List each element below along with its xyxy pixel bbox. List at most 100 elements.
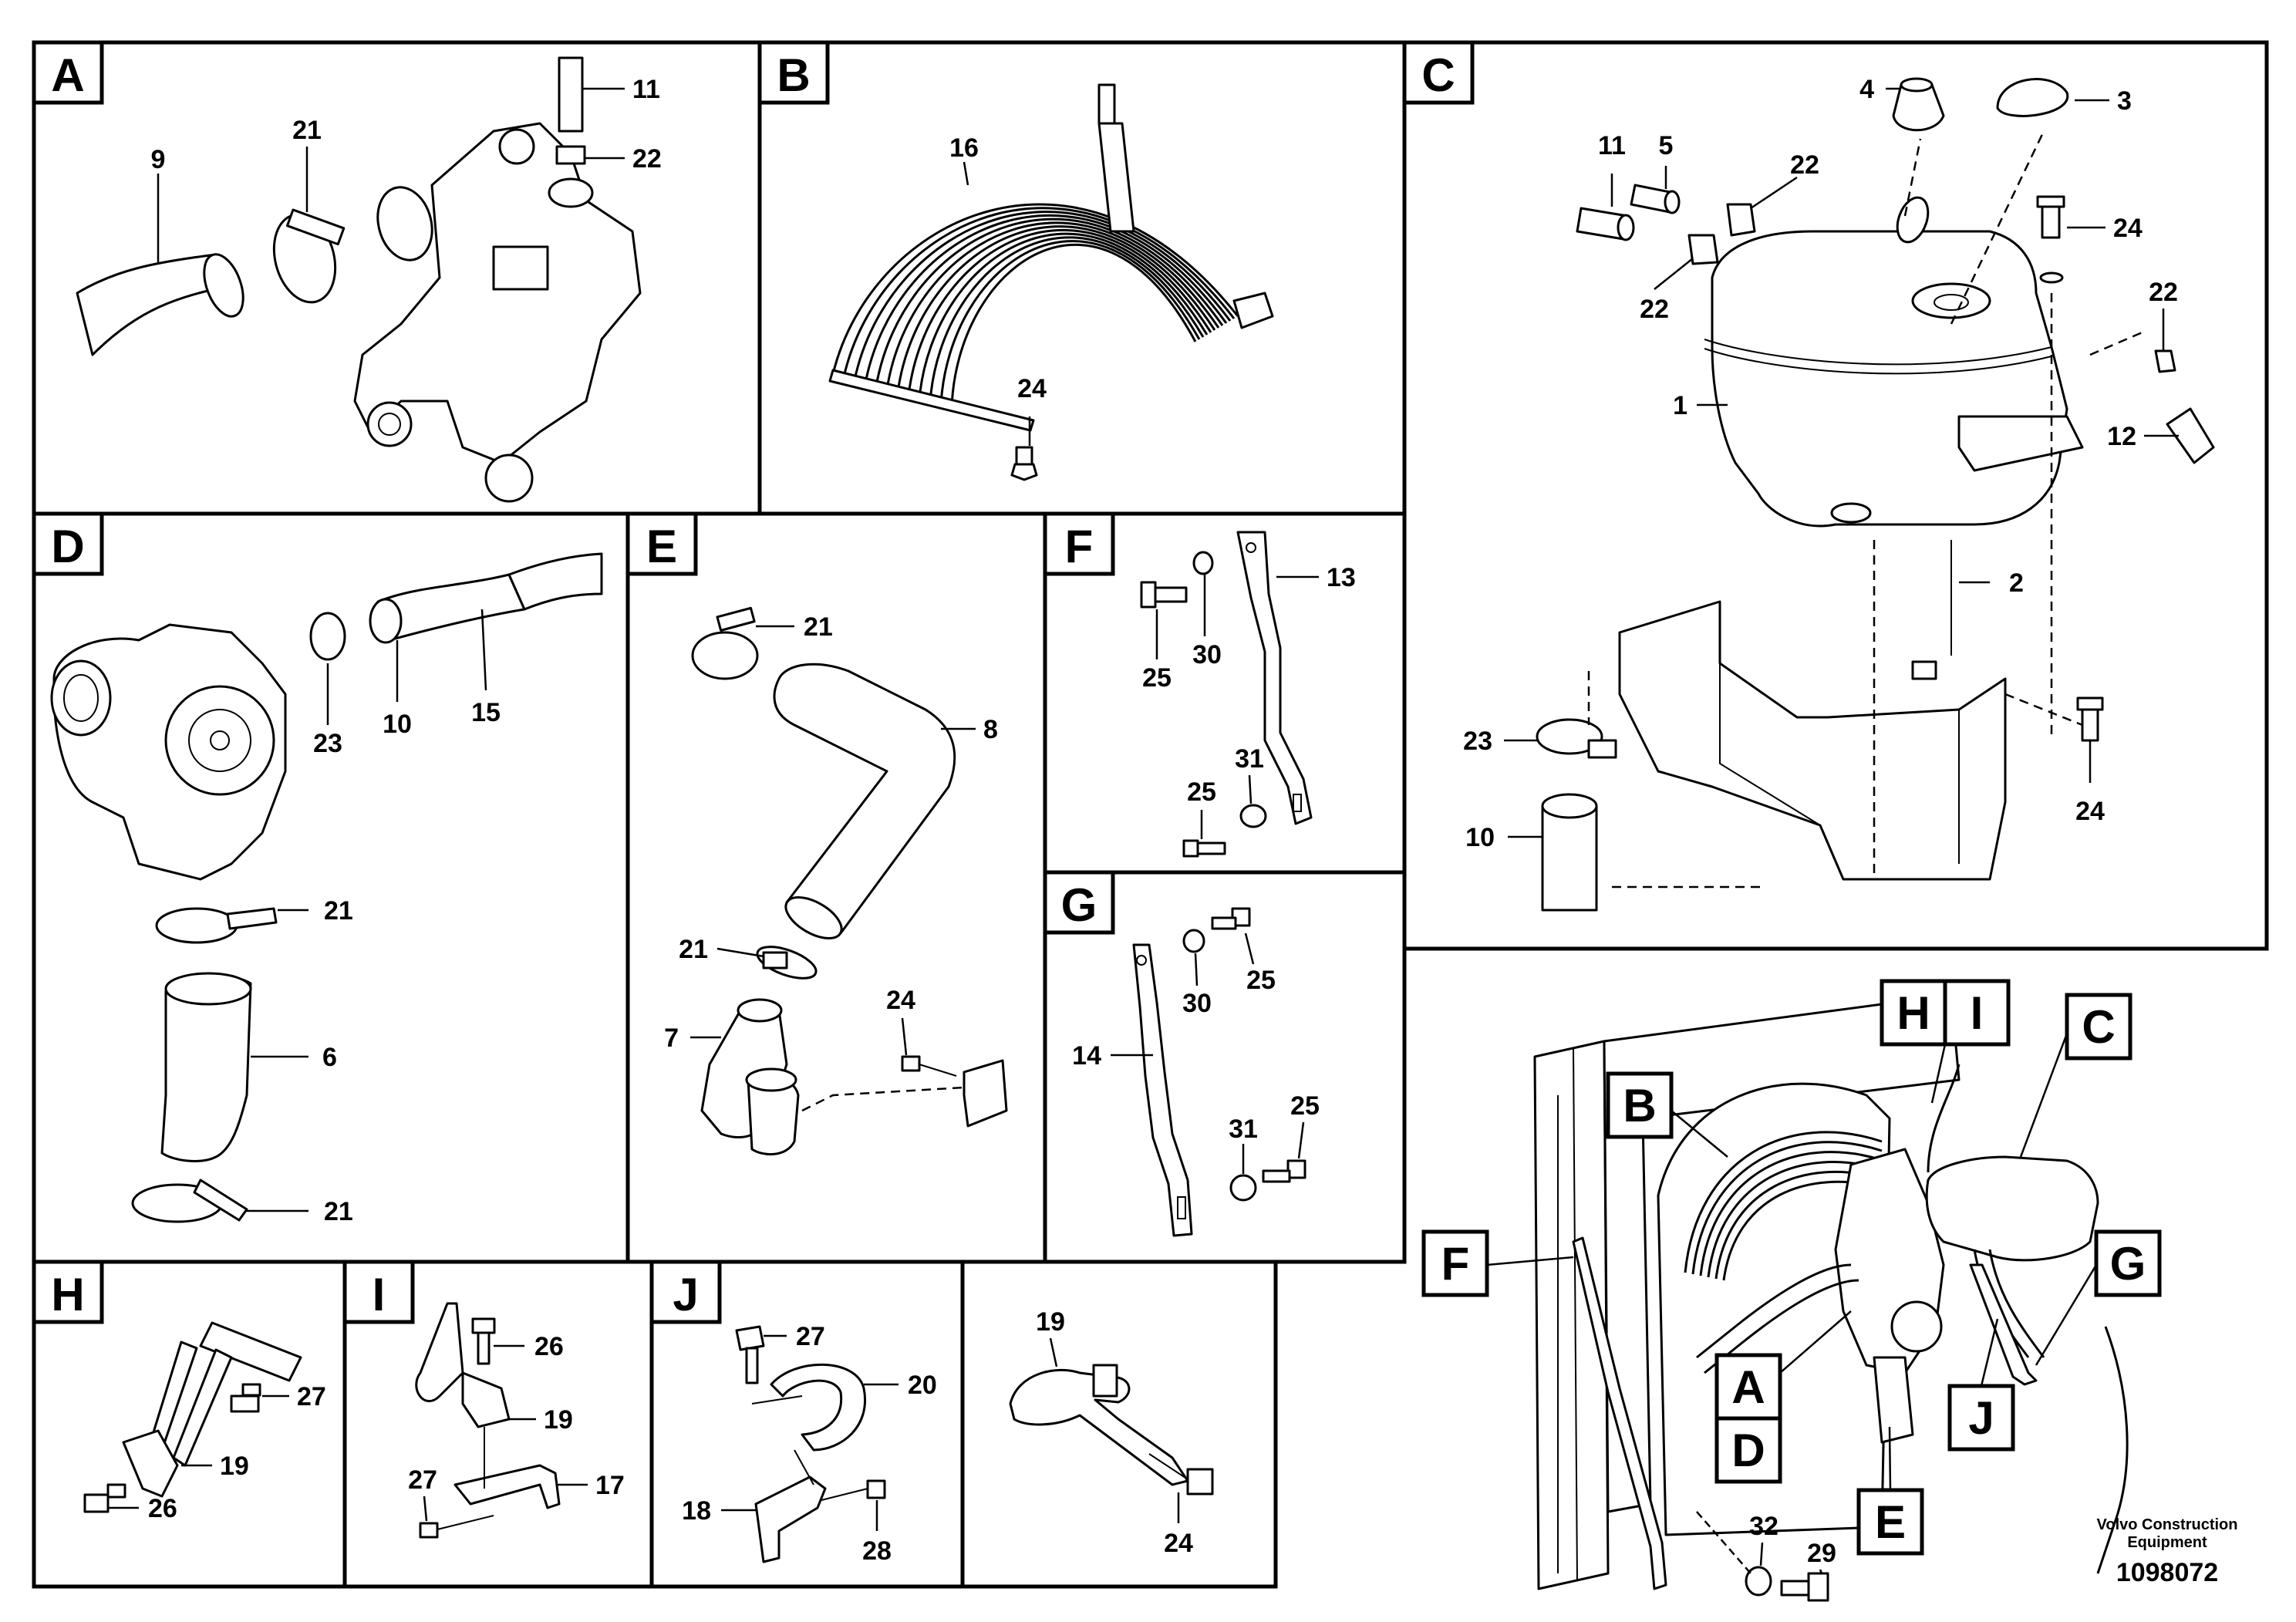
callout-14: 14 <box>1072 1041 1101 1071</box>
callout-13: 13 <box>1327 563 1356 592</box>
overview-tag-f: F <box>1421 1229 1489 1297</box>
callout-24-upper: 24 <box>2113 214 2143 243</box>
svg-text:J: J <box>673 1269 698 1320</box>
callout-15: 15 <box>471 698 501 727</box>
callout-2: 2 <box>2009 568 2024 598</box>
callout-24: 24 <box>1164 1529 1193 1558</box>
panel-h: H 27 19 26 <box>32 1259 326 1523</box>
tank-nipple <box>1896 196 1930 244</box>
panel-d: D 23 10 15 21 6 21 <box>32 511 603 1226</box>
cap-3 <box>1996 78 2069 117</box>
washer-32 <box>1745 1566 1772 1597</box>
bolt-24-lower <box>2081 708 2099 742</box>
cooler-tube <box>918 232 1209 400</box>
callout-22: 22 <box>632 144 662 174</box>
overview-tag-a: A <box>1714 1353 1782 1421</box>
callout-6: 6 <box>322 1043 337 1072</box>
callout-1: 1 <box>1673 391 1687 420</box>
cap-4 <box>1892 83 1945 132</box>
cooler-tube <box>907 228 1212 396</box>
panel-k: 19 24 <box>1009 1307 1214 1558</box>
clamp-22-upper <box>1726 203 1756 237</box>
cooler-overview <box>1684 1131 1883 1273</box>
overview-tag-h: H <box>1880 979 1947 1047</box>
pump-inlet <box>50 659 112 737</box>
hose-15 <box>507 552 603 611</box>
bolt-24 <box>901 1055 921 1072</box>
clamp-21-upper <box>155 907 238 944</box>
svg-text:F: F <box>1441 1238 1470 1290</box>
callout-25-lower: 25 <box>1290 1091 1320 1121</box>
callout-25-upper: 25 <box>1142 663 1172 693</box>
callout-7: 7 <box>664 1023 679 1053</box>
overview-tag-e: E <box>1856 1488 1924 1556</box>
bolt-25-lower <box>1286 1159 1306 1179</box>
svg-text:E: E <box>1875 1496 1906 1548</box>
svg-text:F: F <box>1065 521 1094 572</box>
callout-25-lower: 25 <box>1187 777 1216 807</box>
callout-21-upper: 21 <box>804 612 833 642</box>
tank-overview <box>1925 1155 2099 1262</box>
callout-24-lower: 24 <box>2075 797 2105 826</box>
bolt-24 <box>1015 446 1033 466</box>
tank-mount-foot <box>1957 415 2084 472</box>
callout-23: 23 <box>1463 727 1492 756</box>
washer-31 <box>1229 1174 1257 1202</box>
callout-21-lower: 21 <box>324 1197 353 1226</box>
cooler-tube <box>929 236 1205 403</box>
strap-overview-g <box>1969 1263 2038 1386</box>
sensor-block <box>492 245 549 291</box>
panel-c-frame <box>1402 40 2269 951</box>
svg-text:A: A <box>51 49 84 101</box>
cooler-tube <box>842 207 1236 378</box>
callout-31: 31 <box>1229 1114 1258 1144</box>
bolt-27 <box>735 1325 765 1351</box>
hose-12 <box>2166 407 2215 464</box>
panel-a: A 9 21 11 22 <box>32 40 662 503</box>
clamp-23 <box>1536 718 1603 755</box>
callout-23: 23 <box>313 729 342 758</box>
bolt-28 <box>866 1479 886 1499</box>
clamp-21-upper <box>691 631 759 680</box>
hose-8 <box>773 663 956 935</box>
hose-9-end <box>203 253 244 318</box>
washer-30 <box>1192 551 1214 575</box>
bolt-26 <box>106 1483 126 1499</box>
bolt-26 <box>471 1317 496 1334</box>
level-sensor-2 <box>1911 660 1937 680</box>
credit-line-1: Volvo Construction <box>2097 1516 2238 1533</box>
expansion-tank-1 <box>1711 230 2068 528</box>
port-a <box>366 401 413 447</box>
hose-holder-19 <box>1009 1368 1189 1486</box>
filler-neck <box>1911 282 1991 319</box>
overview-tag-i: I <box>1943 979 2011 1047</box>
callout-19: 19 <box>1036 1307 1065 1337</box>
callout-24: 24 <box>1017 374 1047 403</box>
callout-30: 30 <box>1192 640 1222 669</box>
svg-text:C: C <box>1421 49 1455 101</box>
cooler-bracket-bottom <box>828 369 1035 432</box>
svg-text:H: H <box>51 1269 84 1320</box>
tank-outlet <box>1830 502 1872 524</box>
callout-32: 32 <box>1749 1512 1778 1541</box>
bolt-24-head <box>1010 463 1038 481</box>
document-number: 1098072 <box>2116 1558 2218 1587</box>
cooler-end <box>1232 292 1274 329</box>
svg-text:G: G <box>2110 1238 2146 1290</box>
bracket-17 <box>453 1464 561 1509</box>
svg-text:I: I <box>373 1269 386 1320</box>
callout-11: 11 <box>1598 131 1626 160</box>
panel-d-tag: D <box>32 511 104 576</box>
pump-overview <box>1890 1300 1943 1353</box>
callout-19: 19 <box>220 1452 249 1481</box>
hose-holder-19 <box>415 1302 464 1402</box>
panel-k-frame <box>960 1259 1278 1589</box>
callout-25-upper: 25 <box>1246 966 1276 995</box>
overview-tag-c: C <box>2065 993 2132 1061</box>
callout-29: 29 <box>1807 1539 1836 1568</box>
callout-28: 28 <box>862 1536 892 1566</box>
panel-e: E 21 8 21 24 7 <box>625 511 1008 1156</box>
strap-14 <box>1132 943 1193 1237</box>
cooler-tube <box>853 211 1232 381</box>
svg-text:D: D <box>1731 1425 1765 1476</box>
